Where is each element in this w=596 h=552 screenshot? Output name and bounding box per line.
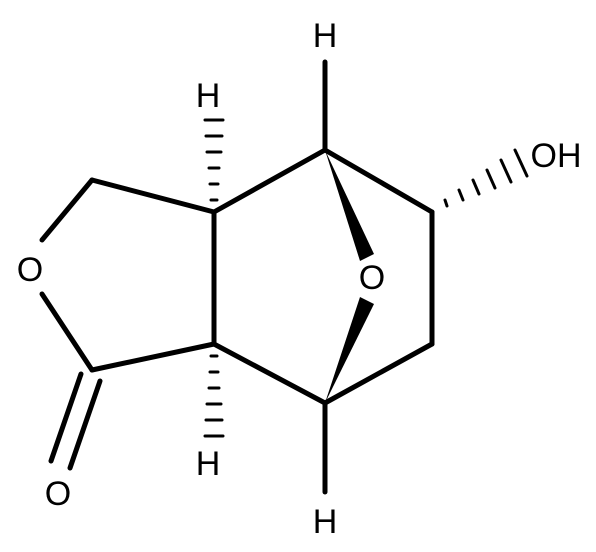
hydrogen-label-lower-left: H	[196, 445, 221, 483]
hash-dash	[499, 158, 513, 184]
bond-c1-c7a	[89, 341, 217, 373]
bond-c4-c5	[322, 147, 435, 215]
bond-ch2-c3a	[89, 177, 217, 215]
bond-c3a-c4	[211, 147, 328, 215]
bond-c7a-c7	[211, 341, 328, 406]
carbonyl-double-bond	[48, 371, 103, 471]
hash-dash	[471, 178, 481, 196]
ring-oxygen-label: O	[17, 251, 43, 289]
single-bonds	[39, 147, 435, 406]
hash-dash	[513, 148, 529, 178]
hash-dash	[457, 188, 465, 202]
bond-ch2-o-ring	[39, 177, 95, 243]
hydroxyl-label: OH	[531, 137, 582, 175]
wedge-c7-o-bridge	[325, 297, 374, 403]
bridge-oxygen-label: O	[359, 259, 385, 297]
wedge-bonds	[322, 59, 374, 495]
carbonyl-oxygen-label: O	[45, 475, 71, 513]
atom-labels: H H OH O O H O H	[17, 17, 582, 541]
hash-bond-c7a-h	[203, 354, 225, 438]
hydrogen-label-upper-left: H	[196, 77, 221, 115]
hash-dash	[485, 168, 497, 190]
bond-o-ring-c1	[39, 291, 95, 373]
wedge-c4-o-bridge	[325, 150, 374, 261]
bond-c6-c7	[322, 341, 435, 406]
hash-dash	[443, 198, 449, 208]
hydrogen-label-bottom: H	[313, 503, 338, 541]
double-bond-line-2	[48, 371, 84, 464]
hydrogen-label-top: H	[313, 17, 338, 55]
hash-bond-c3a-h	[203, 118, 225, 202]
hash-bond-c5-oh	[443, 148, 529, 208]
double-bond-line-1	[67, 378, 103, 471]
